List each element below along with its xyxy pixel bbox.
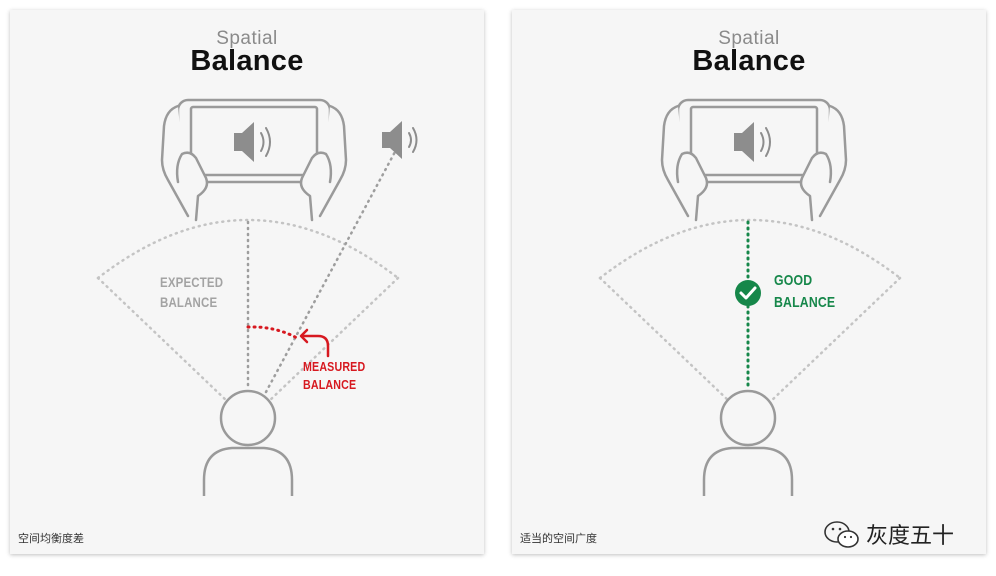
listener-icon — [202, 389, 294, 496]
arrow-icon — [299, 328, 330, 358]
speaker-icon — [734, 122, 771, 162]
measured-direction-line — [264, 148, 398, 394]
label-good-line2: BALANCE — [774, 294, 836, 311]
sound-field-arc — [96, 218, 400, 404]
balance-offset-arc — [246, 325, 299, 340]
title-small: Spatial — [216, 28, 278, 49]
panel-good-balance: Spatial Balance — [512, 10, 986, 554]
listener-icon — [702, 389, 794, 496]
label-measured-line2: BALANCE — [303, 377, 357, 392]
label-expected-line1: EXPECTED — [160, 274, 224, 290]
label-measured-line1: MEASURED — [303, 359, 366, 374]
checkmark-icon — [735, 280, 761, 306]
label-expected-balance: EXPECTED BALANCE — [160, 272, 223, 312]
wechat-icon — [824, 521, 859, 548]
caption: 适当的空间广度 — [520, 533, 597, 545]
diagram-good-balance — [598, 98, 902, 496]
watermark-text: 灰度五十 — [866, 524, 955, 549]
sound-field-arc — [598, 218, 902, 404]
external-speaker-icon — [382, 121, 418, 159]
title-big: Balance — [190, 45, 304, 77]
caption: 空间均衡度差 — [18, 533, 84, 545]
speaker-icon — [234, 122, 271, 162]
diagram-poor-balance — [96, 98, 418, 496]
label-good-balance: GOOD BALANCE — [774, 270, 835, 314]
title-big: Balance — [692, 45, 806, 77]
label-good-line1: GOOD — [774, 272, 813, 289]
label-expected-line2: BALANCE — [160, 294, 218, 310]
panel-poor-balance: Spatial Balance — [10, 10, 484, 554]
title-small: Spatial — [718, 28, 780, 49]
label-measured-balance: MEASURED BALANCE — [303, 358, 365, 394]
